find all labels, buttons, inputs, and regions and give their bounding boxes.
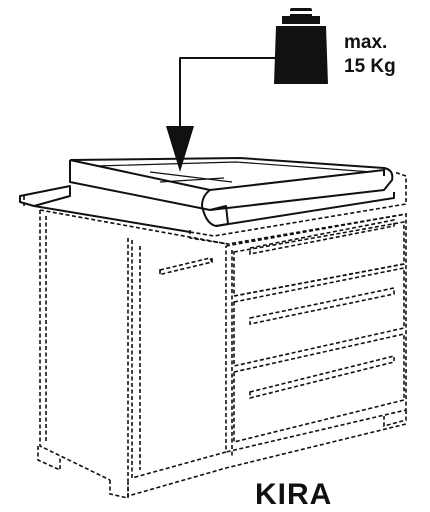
drawer-column	[127, 213, 407, 498]
drawer-3	[233, 333, 405, 444]
side-panel	[37, 210, 129, 499]
changing-top	[19, 157, 395, 233]
drawer-1	[233, 221, 405, 297]
dresser-top	[23, 171, 407, 245]
weight-value-text: 15 Kg	[344, 56, 396, 77]
drawer-2	[233, 267, 405, 367]
weight-limit-label: max. 15 Kg	[344, 31, 396, 79]
drawer-2-handle	[249, 287, 395, 325]
door-handle	[158, 257, 214, 276]
drawer-3-handle	[249, 354, 395, 400]
brand-name: KIRA	[255, 478, 333, 511]
down-arrow-icon	[166, 57, 276, 172]
weight-max-text: max.	[344, 32, 388, 53]
cabinet-door	[127, 238, 227, 480]
drawer-1-handle	[249, 219, 395, 255]
weight-icon	[274, 8, 328, 84]
